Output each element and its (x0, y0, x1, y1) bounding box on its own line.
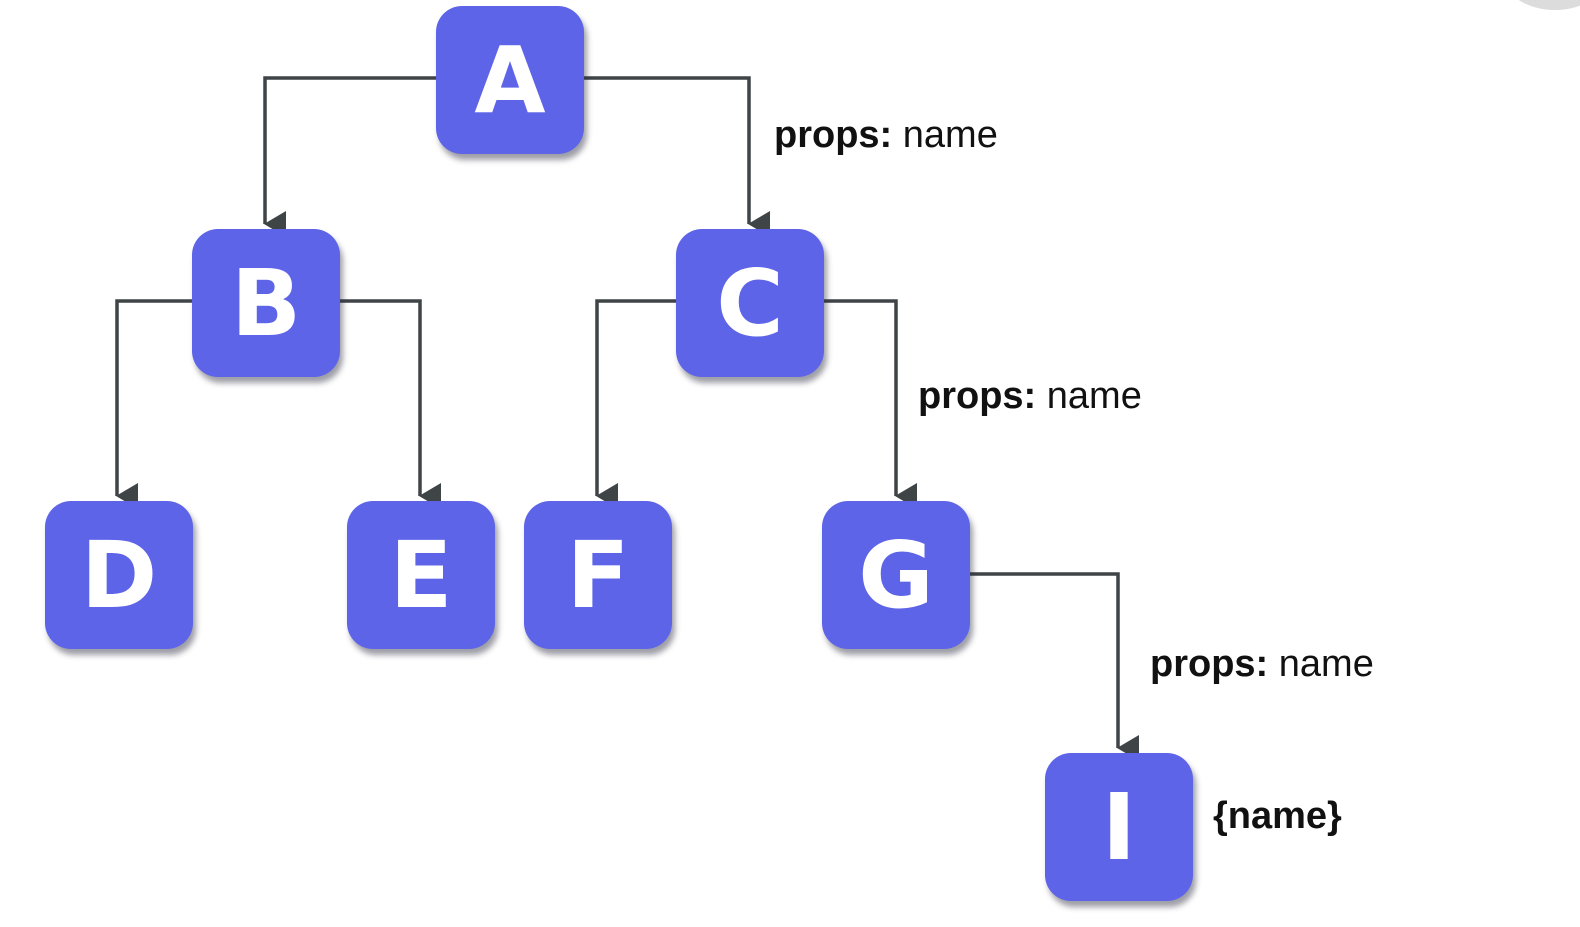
edge-label-value: name (1278, 643, 1374, 685)
edge-a-c (584, 76, 770, 237)
node-g: G (822, 501, 970, 649)
node-a: A (436, 6, 584, 154)
edge-g-i (970, 572, 1139, 761)
node-e: E (347, 501, 495, 649)
edge-c-f (595, 299, 677, 509)
edge-label-key: props: (1150, 643, 1269, 685)
node-b: B (192, 229, 340, 377)
edge-c-g (824, 299, 917, 509)
node-i: I (1045, 753, 1193, 901)
node-d: D (45, 501, 193, 649)
corner-shape (1500, 0, 1580, 10)
node-c: C (676, 229, 824, 377)
edge-label-c-g: props: name (918, 377, 1142, 415)
edge-label-key: props: (774, 114, 893, 156)
node-i-note: {name} (1213, 795, 1342, 837)
edge-label-key: props: (918, 375, 1037, 417)
edge-label-a-c: props: name (774, 116, 998, 154)
node-f: F (524, 501, 672, 649)
edge-label-value: name (902, 114, 998, 156)
edge-b-e (340, 299, 441, 509)
edge-b-d (115, 299, 193, 509)
edge-label-value: name (1046, 375, 1142, 417)
edge-a-b (263, 76, 437, 237)
edge-label-g-i: props: name (1150, 645, 1374, 683)
